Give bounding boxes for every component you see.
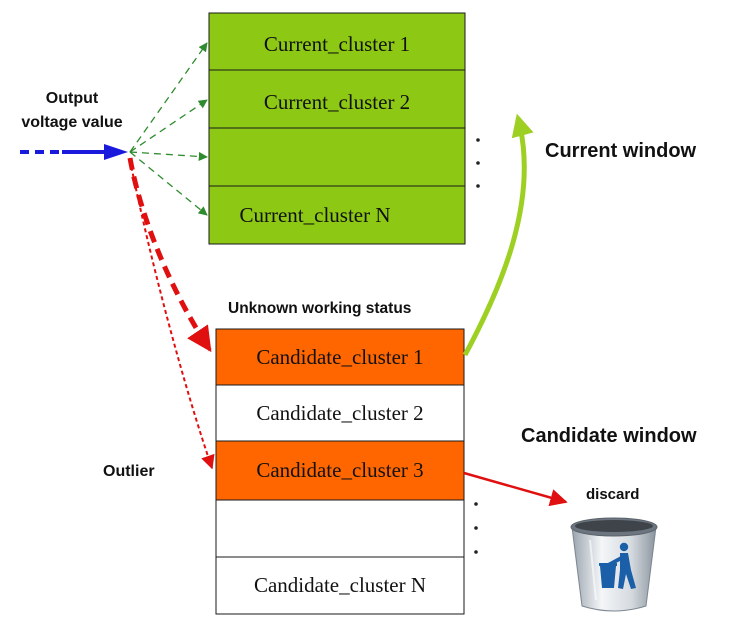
- current-cluster-label-1: Current_cluster 1: [264, 32, 410, 56]
- current-window-ellipsis: [476, 138, 480, 188]
- current-cluster-row-3: [208, 127, 466, 187]
- candidate-window-stack: Candidate_cluster 1 Candidate_cluster 2 …: [215, 328, 465, 615]
- arrow-to-current-cluster-1: [129, 42, 208, 153]
- arrow-to-current-cluster-n: [129, 151, 208, 216]
- outlier-label: Outlier: [103, 463, 155, 480]
- input-arrow: [20, 144, 128, 160]
- candidate-window-header: Unknown working status: [228, 300, 411, 317]
- trash-can-icon: [570, 517, 658, 612]
- current-cluster-row-1: [208, 12, 466, 71]
- candidate-window-ellipsis: [474, 502, 478, 554]
- current-cluster-row-2: [208, 69, 466, 129]
- candidate-cluster-label-1: Candidate_cluster 1: [256, 345, 423, 369]
- discard-arrow: [463, 471, 568, 507]
- input-label-line1: Output: [46, 90, 99, 107]
- current-window-title: Current window: [545, 140, 697, 162]
- current-cluster-row-n: [208, 185, 466, 245]
- arrow-to-candidate-cluster-1: [127, 157, 213, 353]
- candidate-cluster-label-n: Candidate_cluster N: [254, 573, 426, 597]
- current-window-stack: Current_cluster 1 Current_cluster 2 Curr…: [208, 12, 466, 245]
- assignment-arrows: [129, 42, 208, 216]
- arrow-to-current-cluster-3: [129, 151, 208, 162]
- candidate-window-title: Candidate window: [521, 425, 697, 447]
- candidate-cluster-row-2: [215, 384, 465, 442]
- candidate-cluster-label-2: Candidate_cluster 2: [256, 401, 423, 425]
- candidate-cluster-label-3: Candidate_cluster 3: [256, 458, 423, 482]
- candidate-cluster-row-1: [215, 328, 465, 386]
- candidate-cluster-row-3: [215, 440, 465, 501]
- input-label-line2: voltage value: [21, 114, 122, 131]
- candidate-cluster-row-n: [215, 556, 465, 615]
- current-cluster-label-n: Current_cluster N: [239, 203, 390, 227]
- promote-arrow: [462, 113, 534, 357]
- current-cluster-label-2: Current_cluster 2: [264, 90, 410, 114]
- discard-label: discard: [586, 486, 639, 503]
- candidate-cluster-row-4: [215, 499, 465, 558]
- arrow-to-current-cluster-2: [129, 99, 208, 153]
